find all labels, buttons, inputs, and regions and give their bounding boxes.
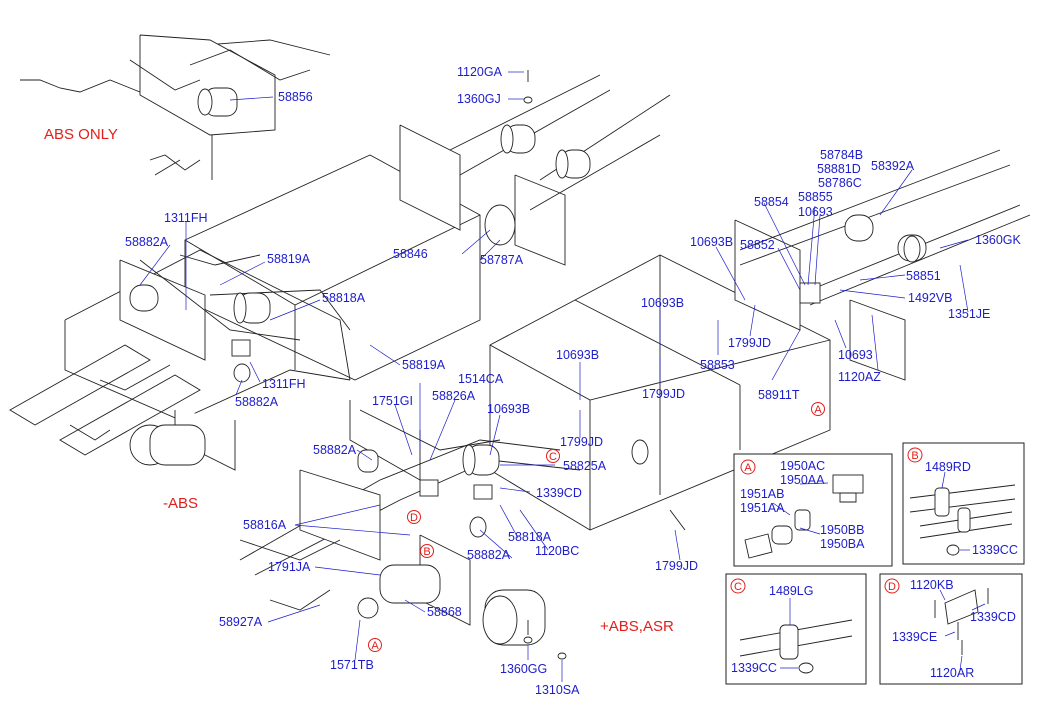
chassis-left <box>9 249 351 471</box>
label-58819A-top: 58819A <box>267 252 311 266</box>
label-10693B-c: 10693B <box>556 348 599 362</box>
label-58882A-mid: 58882A <box>235 395 279 409</box>
label-1120GA: 1120GA <box>457 65 503 79</box>
label-58825A: 58825A <box>563 459 607 473</box>
label-1791JA: 1791JA <box>268 560 311 574</box>
detail-a-label-3: 1951AB <box>740 487 784 501</box>
label-1120BC: 1120BC <box>535 544 579 558</box>
label-58392A: 58392A <box>871 159 915 173</box>
label-58787A: 58787A <box>480 253 524 267</box>
label-58854: 58854 <box>754 195 789 209</box>
fuel-tank-upper <box>184 74 671 381</box>
label-58816A: 58816A <box>243 518 287 532</box>
note-plus-abs-asr: +ABS,ASR <box>600 618 674 635</box>
callout-B-main: B <box>423 546 430 558</box>
detail-a-label-4: 1951AA <box>740 501 785 515</box>
label-1311FH-top: 1311FH <box>164 211 208 225</box>
detail-b-label-2: 1339CC <box>972 543 1018 557</box>
label-58818A-top: 58818A <box>322 291 366 305</box>
detail-a-label-1: 1950AC <box>780 459 825 473</box>
label-1514CA: 1514CA <box>458 372 504 386</box>
label-10693-top: 10693 <box>798 205 833 219</box>
label-58786C: 58786C <box>818 176 862 190</box>
label-58818A-low: 58818A <box>508 530 552 544</box>
brake-chamber-top <box>500 70 591 179</box>
label-58911T: 58911T <box>758 388 800 402</box>
detail-d-label-4: 1120AR <box>930 666 974 680</box>
detail-box-b: B 1489RD 1339CC <box>902 442 1025 565</box>
label-58855: 58855 <box>798 190 833 204</box>
label-1351JE: 1351JE <box>948 307 990 321</box>
asr-modulator <box>482 589 567 660</box>
label-1311FH-bottom: 1311FH <box>262 377 306 391</box>
label-10693B-mid: 10693B <box>641 296 684 310</box>
label-58851: 58851 <box>906 269 941 283</box>
label-58826A: 58826A <box>432 389 476 403</box>
part-labels: 58856 1120GA 1360GJ 1311FH 58882A 58819A… <box>125 65 1022 697</box>
callout-A-main: A <box>814 404 822 416</box>
label-1492VB: 1492VB <box>908 291 952 305</box>
detail-d-label-1: 1120KB <box>910 578 954 592</box>
label-58846: 58846 <box>393 247 428 261</box>
label-1799JD-b: 1799JD <box>642 387 685 401</box>
callout-C-main: C <box>549 451 557 463</box>
detail-box-c: C 1489LG 1339CC <box>725 573 867 685</box>
label-58868: 58868 <box>427 605 462 619</box>
label-1751GI: 1751GI <box>372 394 413 408</box>
label-1799JD-c: 1799JD <box>560 435 603 449</box>
label-58852: 58852 <box>740 238 775 252</box>
detail-a-label-2: 1950AA <box>780 473 825 487</box>
detail-a-label-5: 1950BB <box>820 523 864 537</box>
detail-b-label-1: 1489RD <box>925 460 971 474</box>
label-10693B-d: 10693B <box>487 402 530 416</box>
label-58927A: 58927A <box>219 615 263 629</box>
label-1360GG: 1360GG <box>500 662 547 676</box>
detail-b-title: B <box>911 450 918 462</box>
callout-A-lower: A <box>371 640 379 652</box>
detail-c-title: C <box>734 581 742 593</box>
label-58853: 58853 <box>700 358 735 372</box>
label-58882A-left: 58882A <box>125 235 169 249</box>
note-minus-abs: -ABS <box>163 495 198 512</box>
detail-c-label-2: 1339CC <box>731 661 777 675</box>
label-10693-mid: 10693 <box>838 348 873 362</box>
detail-a-label-6: 1950BA <box>820 537 865 551</box>
label-58819A-bottom: 58819A <box>402 358 446 372</box>
detail-d-label-2: 1339CD <box>970 610 1016 624</box>
label-1120AZ: 1120AZ <box>838 370 881 384</box>
label-58882A-low: 58882A <box>313 443 357 457</box>
detail-d-title: D <box>888 581 896 593</box>
label-1310SA: 1310SA <box>535 683 580 697</box>
detail-box-a: A 1950AC 1950AA 1951AB 1951AA 1950BB 195… <box>733 453 893 567</box>
label-58784B: 58784B <box>820 148 863 162</box>
callout-D-main: D <box>410 512 418 524</box>
label-58881D: 58881D <box>817 162 861 176</box>
label-58882A-bottom: 58882A <box>467 548 511 562</box>
label-1339CD: 1339CD <box>536 486 582 500</box>
callout-circles: A C D B A <box>368 402 825 652</box>
label-1799JD-d: 1799JD <box>655 559 698 573</box>
detail-a-title: A <box>744 462 752 474</box>
note-abs-only: ABS ONLY <box>44 126 118 143</box>
label-58856: 58856 <box>278 90 313 104</box>
label-1360GJ: 1360GJ <box>457 92 501 106</box>
label-10693B-right: 10693B <box>690 235 733 249</box>
label-1571TB: 1571TB <box>330 658 374 672</box>
detail-box-d: D 1120KB 1339CD 1339CE 1120AR <box>879 573 1023 685</box>
detail-d-label-3: 1339CE <box>892 630 937 644</box>
frame-abs-only <box>20 34 331 180</box>
label-1360GK: 1360GK <box>975 233 1022 247</box>
detail-c-label-1: 1489LG <box>769 584 813 598</box>
chassis-lower <box>239 400 686 626</box>
label-1799JD-a: 1799JD <box>728 336 771 350</box>
leader-lines <box>139 71 969 682</box>
